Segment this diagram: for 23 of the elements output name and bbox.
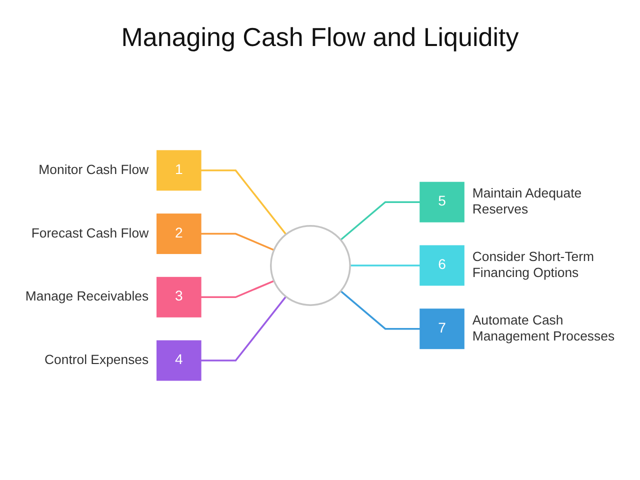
connector [340,200,420,240]
title: Managing Cash Flow and Liquidity [120,22,520,53]
connector [200,232,274,250]
node-box: 7 [420,308,464,349]
node-box: 4 [156,340,202,380]
connector [200,296,287,361]
node-caption: Forecast Cash Flow [31,224,149,240]
node-box: 3 [156,276,202,317]
node-circle [270,224,351,306]
node-caption: Monitor Cash Flow [38,161,149,176]
connector [200,280,274,298]
node-caption: Control Expenses [44,352,149,367]
connector [200,169,287,234]
node-caption: Maintain Adequate Reserves [472,185,582,216]
node-caption: Automate Cash Management Processes [472,312,615,343]
connector [350,264,420,266]
node-box: 5 [420,181,464,222]
connector [340,290,420,330]
node-box: 6 [420,244,464,286]
node-caption: Manage Receivables [25,288,149,304]
node-box: 1 [156,150,202,190]
node-caption: Consider Short-Term Financing Options [472,248,594,280]
node-box: 2 [156,213,202,254]
